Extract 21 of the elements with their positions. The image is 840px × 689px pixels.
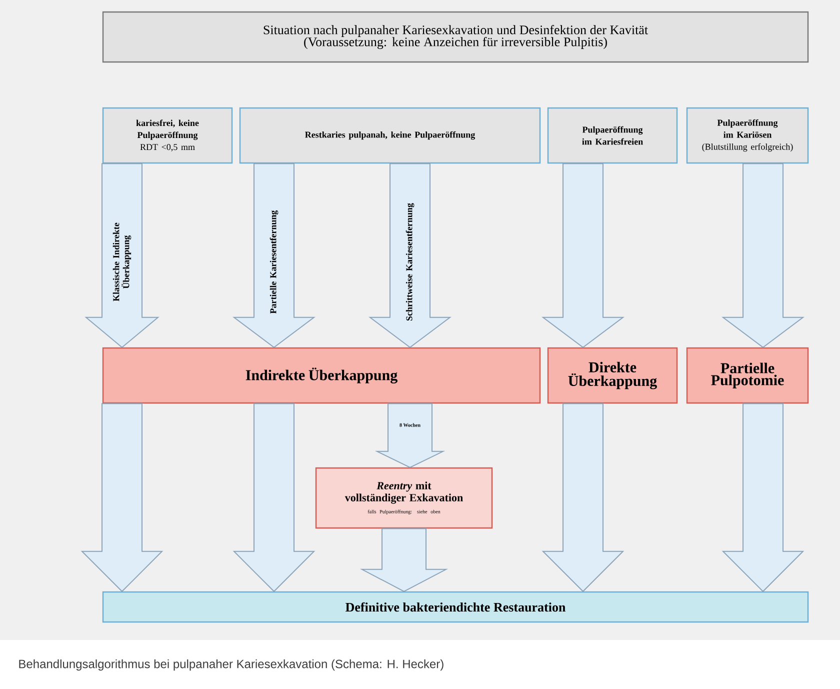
block-arrow: [80, 403, 164, 592]
treatment-box: Indirekte Überkappung: [102, 347, 541, 404]
process-box: Situation nach pulpanaher Kariesexkavation und Desinfektion der Kavität (Voraussetzung: keine Anzeichen für irreversible Pulpitis): [102, 11, 809, 63]
edge-label: Partielle Kariesentfernung: [268, 198, 280, 326]
block-arrow: [360, 528, 448, 592]
edge-label: Schrittweise Kariesentfernung: [404, 198, 416, 326]
condition-box: Restkaries pulpanah, keine Pulpaeröffnung: [239, 107, 541, 164]
block-arrow: [374, 403, 446, 468]
block-arrow: [722, 163, 804, 348]
treatment-box: Partielle Pulpotomie: [686, 347, 809, 404]
condition-box: Pulpaeröffnung im Kariesfreien: [547, 107, 678, 164]
block-arrow: [542, 163, 624, 348]
condition-box: Pulpaeröffnung im Kariösen (Blutstillung erfolgreich): [686, 107, 809, 164]
result-box: Definitive bakteriendichte Restauration: [102, 591, 809, 623]
caption: Behandlungsalgorithmus bei pulpanaher Kariesexkavation (Schema: H. Hecker): [19, 659, 444, 671]
edge-label: Klassische Indirekte Überkappung: [112, 198, 132, 326]
condition-box: kariesfrei, keine Pulpaeröffnung RDT <0,5 mm: [102, 107, 233, 164]
block-arrow: [722, 403, 804, 592]
treatment-box: Direkte Überkappung: [547, 347, 678, 404]
block-arrow: [232, 403, 316, 592]
block-arrow: [542, 403, 624, 592]
